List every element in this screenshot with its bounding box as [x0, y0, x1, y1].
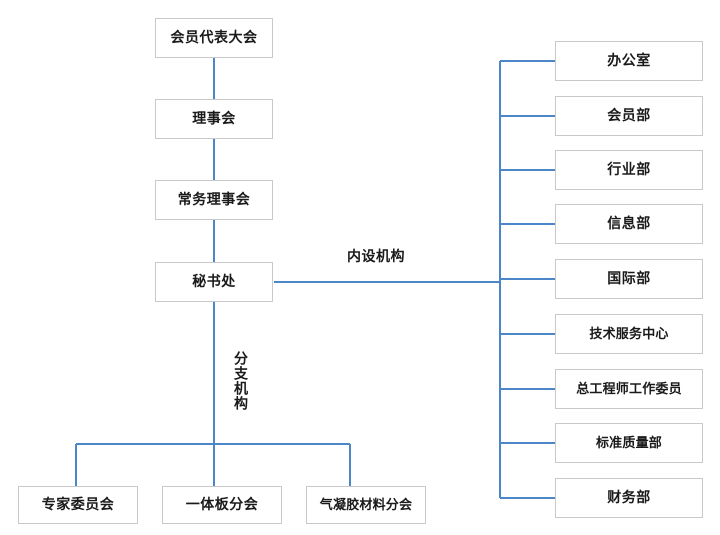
node-standing-council[interactable]: 常务理事会: [155, 180, 273, 220]
branch-expert-committee[interactable]: 专家委员会: [18, 486, 138, 524]
dept-office[interactable]: 办公室: [555, 41, 703, 81]
dept-chief-engineer-committee[interactable]: 总工程师工作委员: [555, 369, 703, 409]
dept-international[interactable]: 国际部: [555, 259, 703, 299]
dept-membership[interactable]: 会员部: [555, 96, 703, 136]
dept-standards-quality[interactable]: 标准质量部: [555, 423, 703, 463]
dept-finance[interactable]: 财务部: [555, 478, 703, 518]
dept-technical-service-center[interactable]: 技术服务中心: [555, 314, 703, 354]
node-council[interactable]: 理事会: [155, 99, 273, 139]
label-internal-departments: 内设机构: [345, 246, 407, 266]
dept-industry[interactable]: 行业部: [555, 150, 703, 190]
node-member-congress[interactable]: 会员代表大会: [155, 18, 273, 58]
branch-integrated-panel[interactable]: 一体板分会: [162, 486, 282, 524]
branch-aerogel-material[interactable]: 气凝胶材料分会: [306, 486, 426, 524]
dept-information[interactable]: 信息部: [555, 204, 703, 244]
label-branch-organizations: 分支机构: [233, 349, 249, 413]
node-secretariat[interactable]: 秘书处: [155, 262, 273, 302]
